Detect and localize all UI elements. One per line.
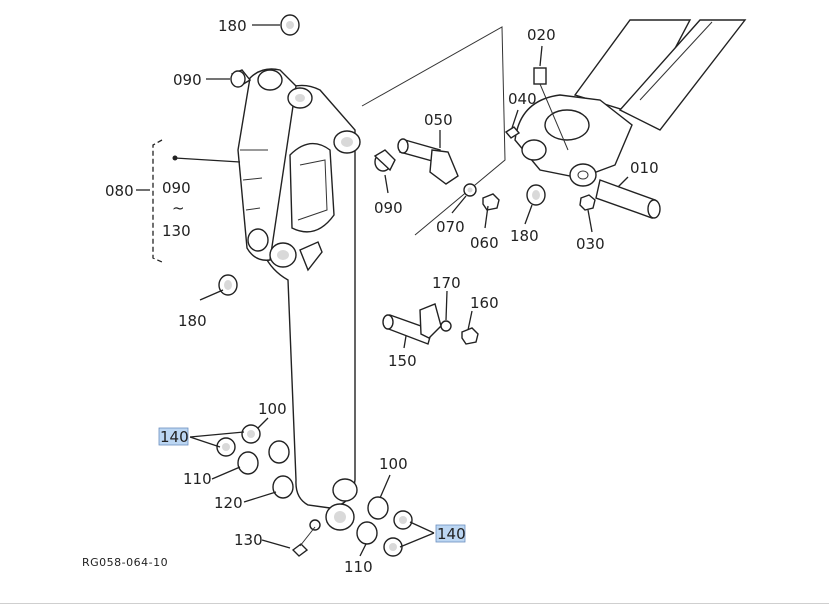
label-080-range-tilde: ~ — [172, 199, 185, 217]
label-110-bottom[interactable]: 110 — [344, 558, 373, 576]
part-shapes — [216, 14, 500, 557]
highlight-140-left — [158, 427, 189, 446]
bottom-divider — [0, 603, 829, 604]
label-040[interactable]: 040 — [508, 90, 537, 108]
part-labels: 180 090 080 090 ~ 130 180 050 090 070 06… — [105, 17, 659, 576]
label-080[interactable]: 080 — [105, 182, 134, 200]
label-120[interactable]: 120 — [214, 494, 243, 512]
label-060[interactable]: 060 — [470, 234, 499, 252]
label-100-left[interactable]: 100 — [258, 400, 287, 418]
boom-assembly — [504, 19, 747, 219]
detail-lead-lines — [361, 26, 506, 236]
highlight-140-right — [435, 524, 466, 543]
label-010[interactable]: 010 — [630, 159, 659, 177]
label-180-top[interactable]: 180 — [218, 17, 247, 35]
label-080-range-to: 130 — [162, 222, 191, 240]
label-140-left[interactable]: 140 — [160, 428, 189, 446]
label-030[interactable]: 030 — [576, 235, 605, 253]
label-140-right[interactable]: 140 — [437, 525, 466, 543]
label-080-range-from: 090 — [162, 179, 191, 197]
label-090-top[interactable]: 090 — [173, 71, 202, 89]
label-110-left[interactable]: 110 — [183, 470, 212, 488]
label-170[interactable]: 170 — [432, 274, 461, 292]
label-180-right[interactable]: 180 — [510, 227, 539, 245]
label-020[interactable]: 020 — [527, 26, 556, 44]
label-070[interactable]: 070 — [436, 218, 465, 236]
label-160[interactable]: 160 — [470, 294, 499, 312]
label-130[interactable]: 130 — [234, 531, 263, 549]
label-100-right[interactable]: 100 — [379, 455, 408, 473]
leader-lines — [136, 24, 629, 557]
label-180-left[interactable]: 180 — [178, 312, 207, 330]
label-050[interactable]: 050 — [424, 111, 453, 129]
label-090-mid[interactable]: 090 — [374, 199, 403, 217]
label-150[interactable]: 150 — [388, 352, 417, 370]
arm-body — [237, 68, 361, 531]
reference-code: RG058-064-10 — [82, 556, 168, 569]
